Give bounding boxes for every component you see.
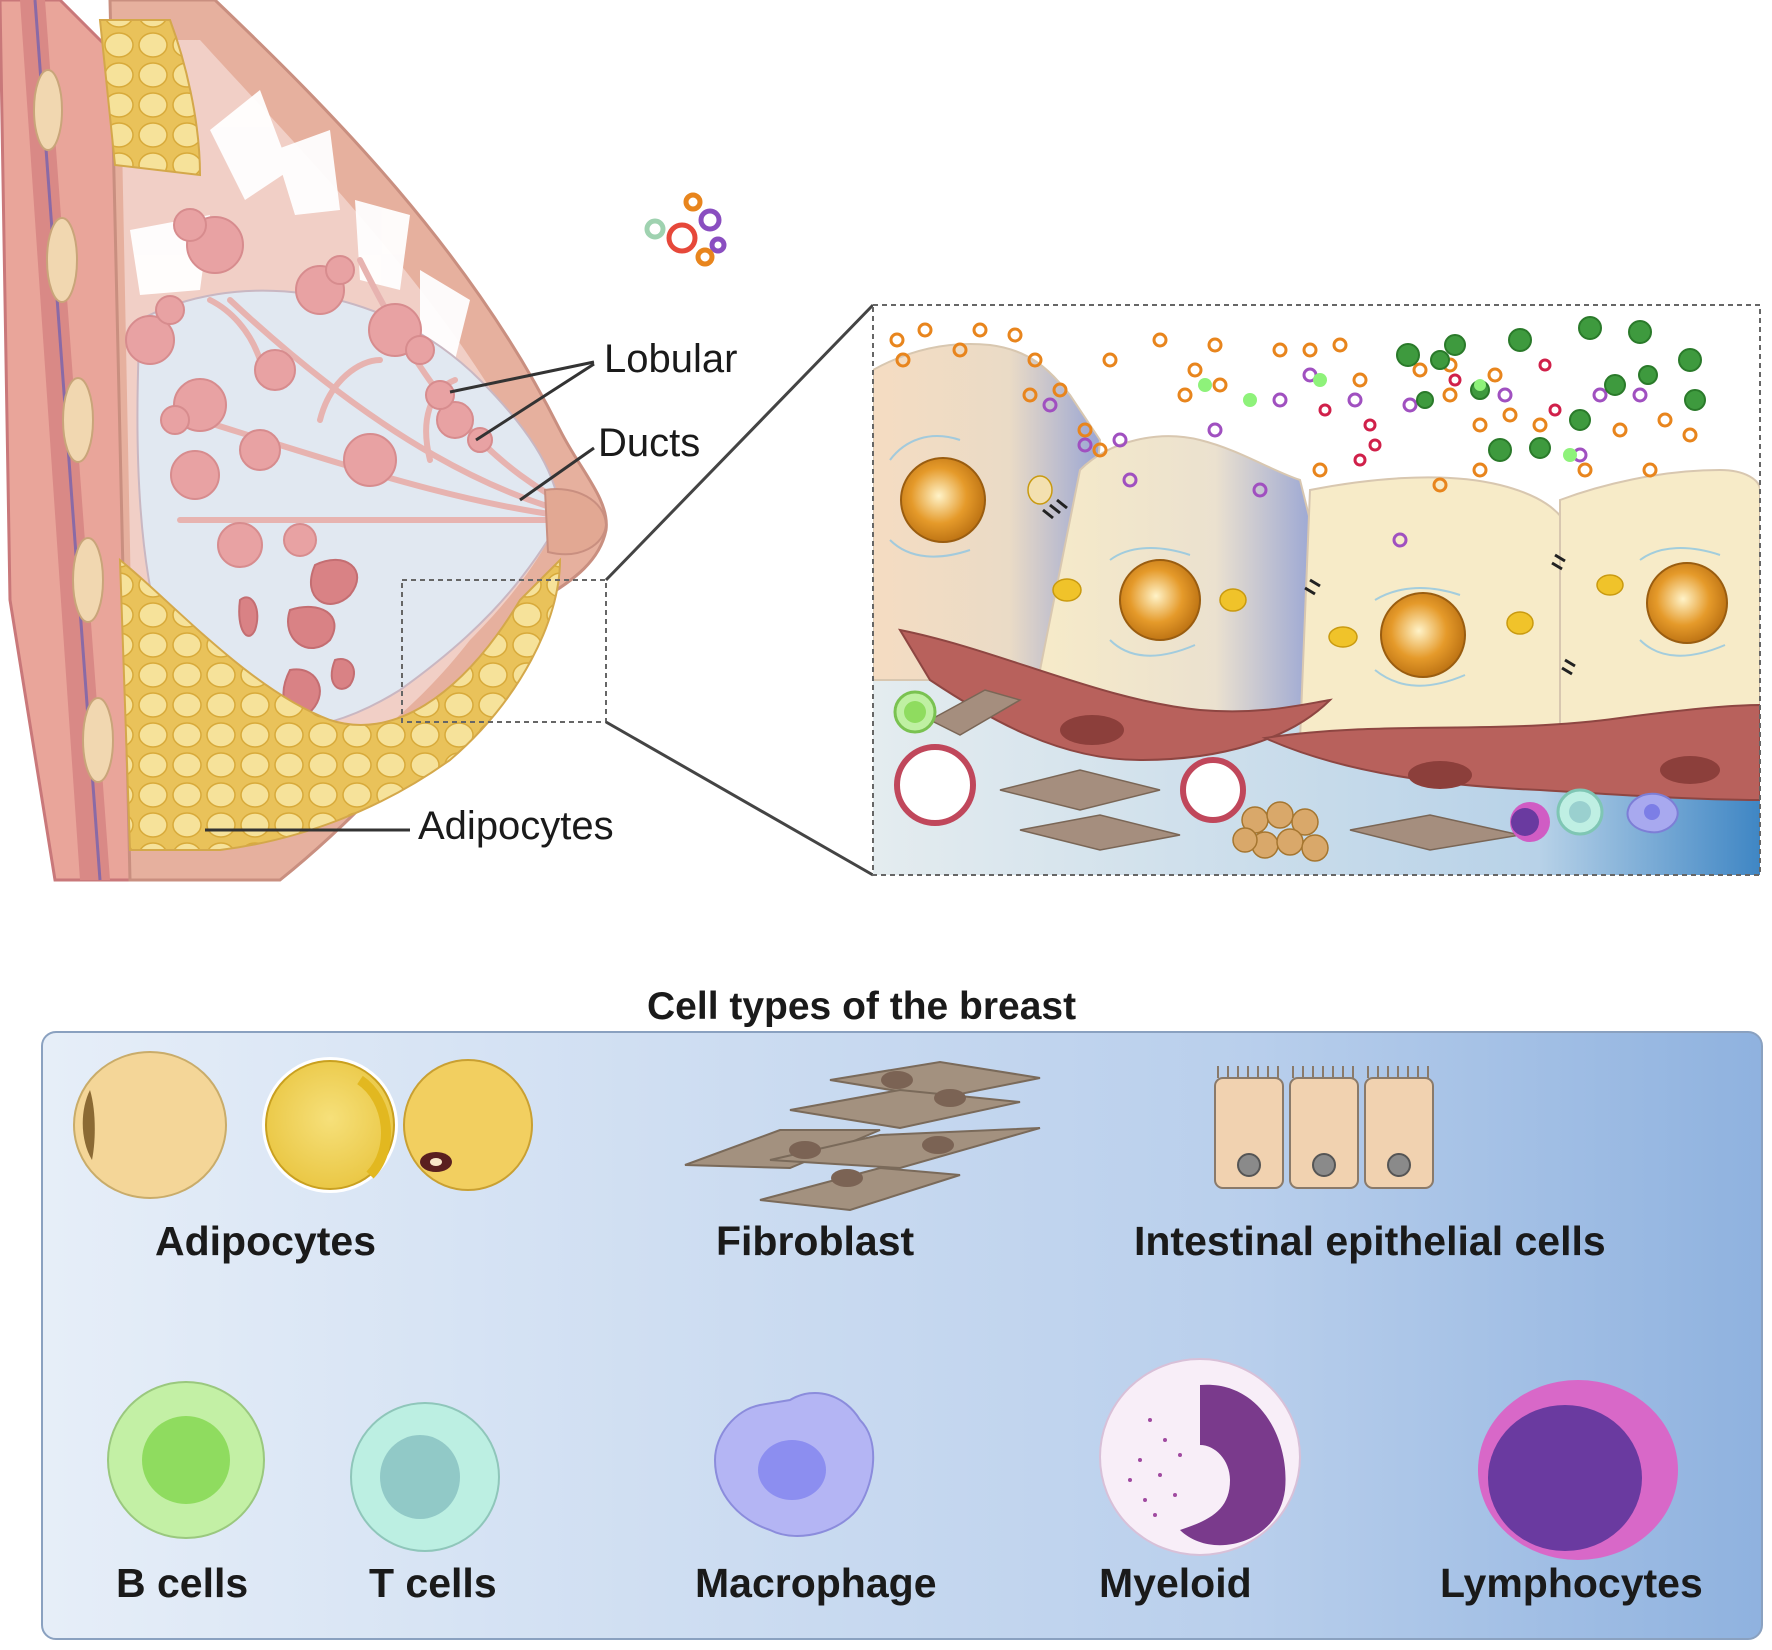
lobules — [125, 208, 493, 568]
zoom-connector-lines — [604, 303, 875, 877]
label-b-cells: B cells — [116, 1560, 249, 1606]
ribs — [33, 69, 114, 783]
label-adipocytes-anatomy: Adipocytes — [418, 804, 614, 848]
label-lymphocytes: Lymphocytes — [1440, 1560, 1703, 1606]
label-fibroblast: Fibroblast — [716, 1218, 915, 1264]
label-ducts: Ducts — [598, 421, 701, 465]
label-t-cells: T cells — [369, 1560, 497, 1606]
macrophage-icon — [713, 1391, 875, 1537]
myeloid-icon — [1099, 1358, 1301, 1556]
label-macrophage: Macrophage — [695, 1560, 937, 1606]
panel-title: Cell types of the breast — [647, 985, 1077, 1028]
label-lobular: Lobular — [604, 337, 738, 381]
adipocyte-icons — [73, 1051, 533, 1199]
label-intestinal-epithelial-cells: Intestinal epithelial cells — [1134, 1218, 1606, 1264]
cytokine-cluster — [644, 192, 727, 267]
inset-border — [872, 304, 1761, 876]
label-myeloid: Myeloid — [1099, 1560, 1252, 1606]
epithelial-nuclei — [900, 457, 1728, 678]
cell-types-panel — [41, 1031, 1763, 1640]
t-cell-icon — [350, 1402, 500, 1552]
nipple — [543, 488, 608, 556]
blood-vessels — [894, 744, 1246, 826]
label-adipocytes: Adipocytes — [155, 1218, 376, 1264]
lymphocyte-icon — [1478, 1380, 1678, 1560]
upper-fat-pad — [98, 19, 202, 177]
b-cell-icon — [107, 1381, 265, 1539]
zoom-region-box — [401, 579, 607, 723]
fibroblast-icon — [684, 1060, 1041, 1212]
breast-anatomy — [0, 0, 608, 882]
secreted-factors — [889, 322, 1698, 548]
tissue-inset — [872, 304, 1761, 876]
intestinal-epithelial-icon — [1214, 1066, 1434, 1189]
stroma-fibroblast-1 — [897, 628, 1333, 762]
inset-adipocyte-cluster — [1232, 801, 1329, 862]
